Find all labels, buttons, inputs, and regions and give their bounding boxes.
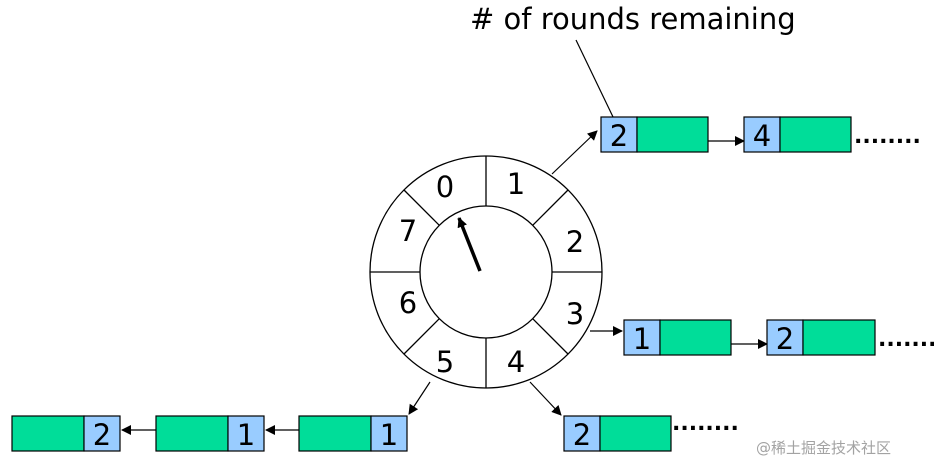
rounds-value: 2: [573, 418, 591, 452]
task-cell: [11, 415, 85, 452]
task-node: 1: [155, 415, 265, 452]
sector-label-2: 2: [566, 225, 584, 259]
task-cell: [599, 415, 672, 452]
wheel-spokes: [370, 156, 602, 388]
rounds-value: 2: [776, 322, 794, 356]
sector-label-1: 1: [507, 167, 525, 201]
task-node: 4: [743, 116, 852, 153]
sector-label-0: 0: [436, 170, 454, 204]
timing-wheel: 0 1 2 3 4 5 6 7: [369, 155, 603, 389]
continuation-dots: ........: [854, 124, 921, 149]
wheel-inner-ring: [419, 205, 553, 339]
rounds-cell: [370, 415, 408, 452]
rounds-value: 1: [237, 418, 255, 452]
task-node: 2: [600, 116, 709, 153]
slot-5-bucket-list: 1 1 2: [11, 381, 431, 452]
continuation-dots: ........: [878, 327, 934, 352]
rounds-value: 1: [633, 322, 651, 356]
rounds-cell: [766, 319, 804, 356]
rounds-value: 4: [753, 119, 771, 153]
task-node: 1: [623, 319, 732, 356]
rounds-value: 2: [93, 418, 111, 452]
caption-leader-line: [575, 39, 615, 120]
rounds-cell: [83, 415, 121, 452]
slot-1-bucket-list: 2 4 ........: [551, 116, 921, 175]
clock-pointer: [457, 217, 482, 272]
sector-label-4: 4: [507, 345, 525, 379]
slot-4-arrow: [529, 381, 562, 416]
rounds-value: 1: [380, 418, 398, 452]
rounds-cell: [227, 415, 265, 452]
slot-4-bucket-list: 2 ........: [529, 381, 739, 452]
rounds-cell: [563, 415, 601, 452]
watermark: @稀土掘金技术社区: [756, 439, 892, 457]
sector-label-3: 3: [566, 297, 584, 331]
rounds-remaining-caption: # of rounds remaining: [470, 2, 796, 36]
rounds-cell: [743, 116, 781, 153]
slot-3-bucket-list: 1 2 ........: [590, 319, 934, 356]
task-cell: [659, 319, 732, 356]
task-node: 2: [563, 415, 672, 452]
task-cell: [155, 415, 229, 452]
sector-label-7: 7: [399, 214, 417, 248]
task-node: 2: [11, 415, 121, 452]
task-cell: [298, 415, 372, 452]
task-cell: [802, 319, 876, 356]
task-node: 1: [298, 415, 408, 452]
slot-1-arrow: [551, 130, 598, 175]
task-cell: [636, 116, 709, 153]
continuation-dots: ........: [672, 411, 739, 436]
rounds-value: 2: [610, 119, 628, 153]
sector-label-6: 6: [399, 286, 417, 320]
task-cell: [779, 116, 852, 153]
slot-5-arrow: [408, 381, 431, 415]
task-node: 2: [766, 319, 876, 356]
sector-label-5: 5: [436, 345, 454, 379]
rounds-cell: [600, 116, 638, 153]
